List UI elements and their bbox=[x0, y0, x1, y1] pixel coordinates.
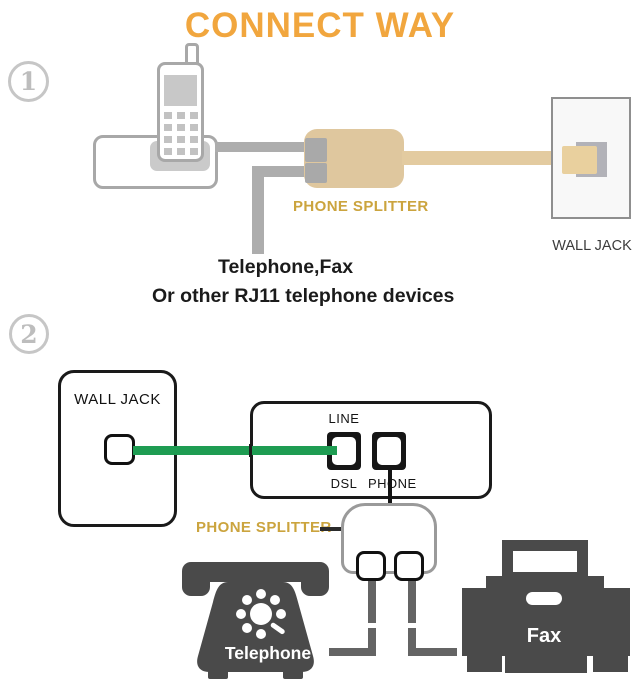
page-title: CONNECT WAY bbox=[184, 6, 456, 45]
step-2-badge: 2 bbox=[9, 314, 49, 354]
dsl-port-label: DSL bbox=[330, 476, 358, 491]
phone-to-splitter-cable bbox=[215, 142, 310, 152]
splitter-2-label: PHONE SPLITTER bbox=[196, 519, 332, 536]
telephone-icon bbox=[182, 562, 329, 679]
telephone-icon-label: Telephone bbox=[224, 643, 312, 663]
line-port-label: LINE bbox=[328, 411, 360, 426]
step-1-number: 1 bbox=[19, 67, 38, 96]
rj11-plug-icon bbox=[562, 146, 597, 174]
step-2-number: 2 bbox=[20, 319, 38, 349]
splitter-1-bottom-plug bbox=[305, 163, 327, 183]
walljack-to-dsl-cable bbox=[133, 446, 337, 455]
phone-port bbox=[372, 432, 406, 470]
telephone-cable-elbow-horizontal bbox=[329, 648, 376, 656]
fax-cable-upper bbox=[408, 579, 416, 623]
splitter-to-walljack-cable bbox=[402, 151, 565, 165]
wall-jack-2-socket bbox=[104, 434, 135, 465]
handset-screen bbox=[164, 75, 197, 106]
splitter-branch-cable-vertical bbox=[252, 166, 264, 254]
caption-devices-line1: Telephone,Fax bbox=[218, 256, 354, 278]
panel-border-overlap bbox=[249, 444, 252, 457]
splitter-2-left-port bbox=[356, 551, 386, 581]
handset-keypad bbox=[164, 112, 198, 156]
splitter-1-label: PHONE SPLITTER bbox=[293, 198, 429, 215]
phone-port-label: PHONE bbox=[368, 476, 417, 491]
phoneport-to-splitter-cable bbox=[388, 468, 392, 508]
telephone-cable-upper bbox=[368, 579, 376, 623]
step-1-badge: 1 bbox=[8, 61, 49, 102]
wall-jack-1-label: WALL JACK bbox=[552, 238, 632, 254]
splitter-2-pointer-dash bbox=[320, 527, 341, 531]
fax-icon bbox=[462, 540, 630, 673]
fax-cable-elbow-vertical bbox=[408, 628, 416, 649]
caption-devices-line2: Or other RJ11 telephone devices bbox=[152, 285, 455, 307]
telephone-cable-elbow-vertical bbox=[368, 628, 376, 649]
fax-cable-elbow-horizontal bbox=[408, 648, 457, 656]
splitter-branch-cable-horizontal bbox=[252, 166, 310, 177]
fax-icon-label: Fax bbox=[526, 625, 562, 647]
wall-jack-2-label: WALL JACK bbox=[74, 391, 161, 408]
splitter-2-right-port bbox=[394, 551, 424, 581]
splitter-1-top-plug bbox=[305, 138, 327, 162]
